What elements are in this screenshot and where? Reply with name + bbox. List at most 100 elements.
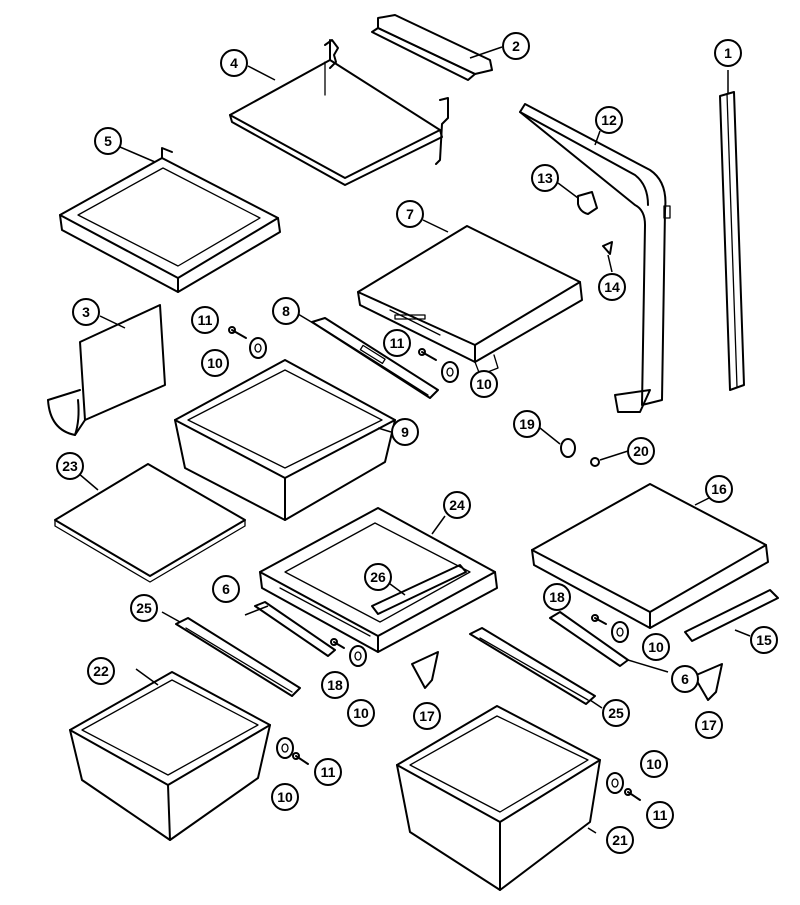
part-20-screw xyxy=(590,457,600,467)
callout-8: 8 xyxy=(272,297,300,325)
part-25-left-rail xyxy=(175,617,301,697)
callout-18-a: 18 xyxy=(321,671,349,699)
part-5-glass-shelf xyxy=(59,147,281,293)
callout-11-d: 11 xyxy=(646,801,674,829)
svg-text:10: 10 xyxy=(476,376,492,392)
part-22-bin xyxy=(69,671,271,841)
part-10-roller-d xyxy=(611,621,629,643)
part-25-right-rail xyxy=(469,627,596,705)
part-7-pan-cover xyxy=(357,225,583,376)
callout-6-left: 6 xyxy=(212,575,240,603)
callout-25-a: 25 xyxy=(130,594,158,622)
svg-text:10: 10 xyxy=(646,756,662,772)
svg-text:20: 20 xyxy=(633,443,649,459)
svg-text:17: 17 xyxy=(701,717,717,733)
callout-17-b: 17 xyxy=(695,711,723,739)
svg-text:11: 11 xyxy=(321,764,336,780)
svg-text:10: 10 xyxy=(207,355,223,371)
svg-text:25: 25 xyxy=(136,600,152,616)
callout-22: 22 xyxy=(87,657,115,685)
part-10-roller-f xyxy=(606,772,624,794)
svg-text:26: 26 xyxy=(370,569,386,585)
part-24-crisper-frame xyxy=(259,507,498,653)
callout-13: 13 xyxy=(531,164,559,192)
svg-text:5: 5 xyxy=(104,133,112,149)
callout-10-d: 10 xyxy=(642,633,670,661)
svg-text:11: 11 xyxy=(198,312,213,328)
callout-6-right: 6 xyxy=(671,665,699,693)
part-17-right-clip xyxy=(693,663,723,701)
svg-text:14: 14 xyxy=(604,279,620,295)
callout-11-a: 11 xyxy=(191,306,219,334)
leader-lines xyxy=(77,46,751,834)
svg-text:2: 2 xyxy=(512,38,520,54)
part-11-screw-a xyxy=(228,326,247,339)
callout-15: 15 xyxy=(750,626,778,654)
part-18-screw-b xyxy=(591,614,607,625)
svg-text:10: 10 xyxy=(277,789,293,805)
svg-text:24: 24 xyxy=(449,497,465,513)
callout-17-a: 17 xyxy=(413,702,441,730)
callout-7: 7 xyxy=(396,200,424,228)
svg-text:16: 16 xyxy=(711,481,727,497)
callout-9: 9 xyxy=(391,418,419,446)
svg-text:7: 7 xyxy=(406,206,414,222)
part-16-top-cover xyxy=(531,483,769,629)
svg-text:10: 10 xyxy=(648,639,664,655)
svg-text:13: 13 xyxy=(537,170,553,186)
callout-1: 1 xyxy=(714,39,742,67)
part-13-clip xyxy=(577,191,598,215)
callout-10-a: 10 xyxy=(201,349,229,377)
svg-text:15: 15 xyxy=(756,632,772,648)
svg-text:22: 22 xyxy=(93,663,109,679)
svg-text:23: 23 xyxy=(62,458,78,474)
svg-text:3: 3 xyxy=(82,304,90,320)
part-18-screw-a xyxy=(330,638,345,649)
part-21-bin xyxy=(396,705,601,891)
part-11-screw-c xyxy=(292,752,309,765)
svg-text:25: 25 xyxy=(608,705,624,721)
callout-12: 12 xyxy=(595,106,623,134)
callout-10-e: 10 xyxy=(271,783,299,811)
part-26-rail xyxy=(371,564,467,615)
svg-text:11: 11 xyxy=(390,335,405,351)
callout-26: 26 xyxy=(364,563,392,591)
part-8-slide-rail xyxy=(311,317,439,399)
callout-14: 14 xyxy=(598,273,626,301)
svg-text:12: 12 xyxy=(601,112,617,128)
part-2-trim-strip xyxy=(371,14,493,81)
svg-text:17: 17 xyxy=(419,708,435,724)
callout-21: 21 xyxy=(606,826,634,854)
callout-18-b: 18 xyxy=(543,583,571,611)
svg-text:6: 6 xyxy=(222,581,230,597)
part-14-screw xyxy=(602,241,613,255)
part-15-rail xyxy=(684,589,779,642)
callout-25-b: 25 xyxy=(602,699,630,727)
svg-text:18: 18 xyxy=(549,589,565,605)
part-6-left-rail xyxy=(254,601,336,657)
part-23-glass-panel xyxy=(54,463,246,583)
callout-10-f: 10 xyxy=(640,750,668,778)
svg-text:9: 9 xyxy=(401,424,409,440)
part-10-roller-a xyxy=(249,337,267,359)
callout-19: 19 xyxy=(513,410,541,438)
callout-3: 3 xyxy=(72,298,100,326)
part-10-roller-c xyxy=(349,645,367,667)
callout-11-c: 11 xyxy=(314,758,342,786)
part-10-roller-b xyxy=(441,361,459,383)
callout-5: 5 xyxy=(94,127,122,155)
part-11-screw-d xyxy=(624,788,641,801)
svg-text:18: 18 xyxy=(327,677,343,693)
svg-text:10: 10 xyxy=(353,705,369,721)
callout-16: 16 xyxy=(705,475,733,503)
svg-text:8: 8 xyxy=(282,303,290,319)
svg-text:4: 4 xyxy=(230,55,238,71)
part-9-crisper-drawer xyxy=(174,359,396,521)
part-12-mullion xyxy=(519,103,671,413)
callout-10-b: 10 xyxy=(470,370,498,398)
part-4-cantilever-shelf xyxy=(229,39,449,186)
part-17-left-clip xyxy=(411,651,439,689)
callout-20: 20 xyxy=(627,437,655,465)
svg-text:19: 19 xyxy=(519,416,535,432)
